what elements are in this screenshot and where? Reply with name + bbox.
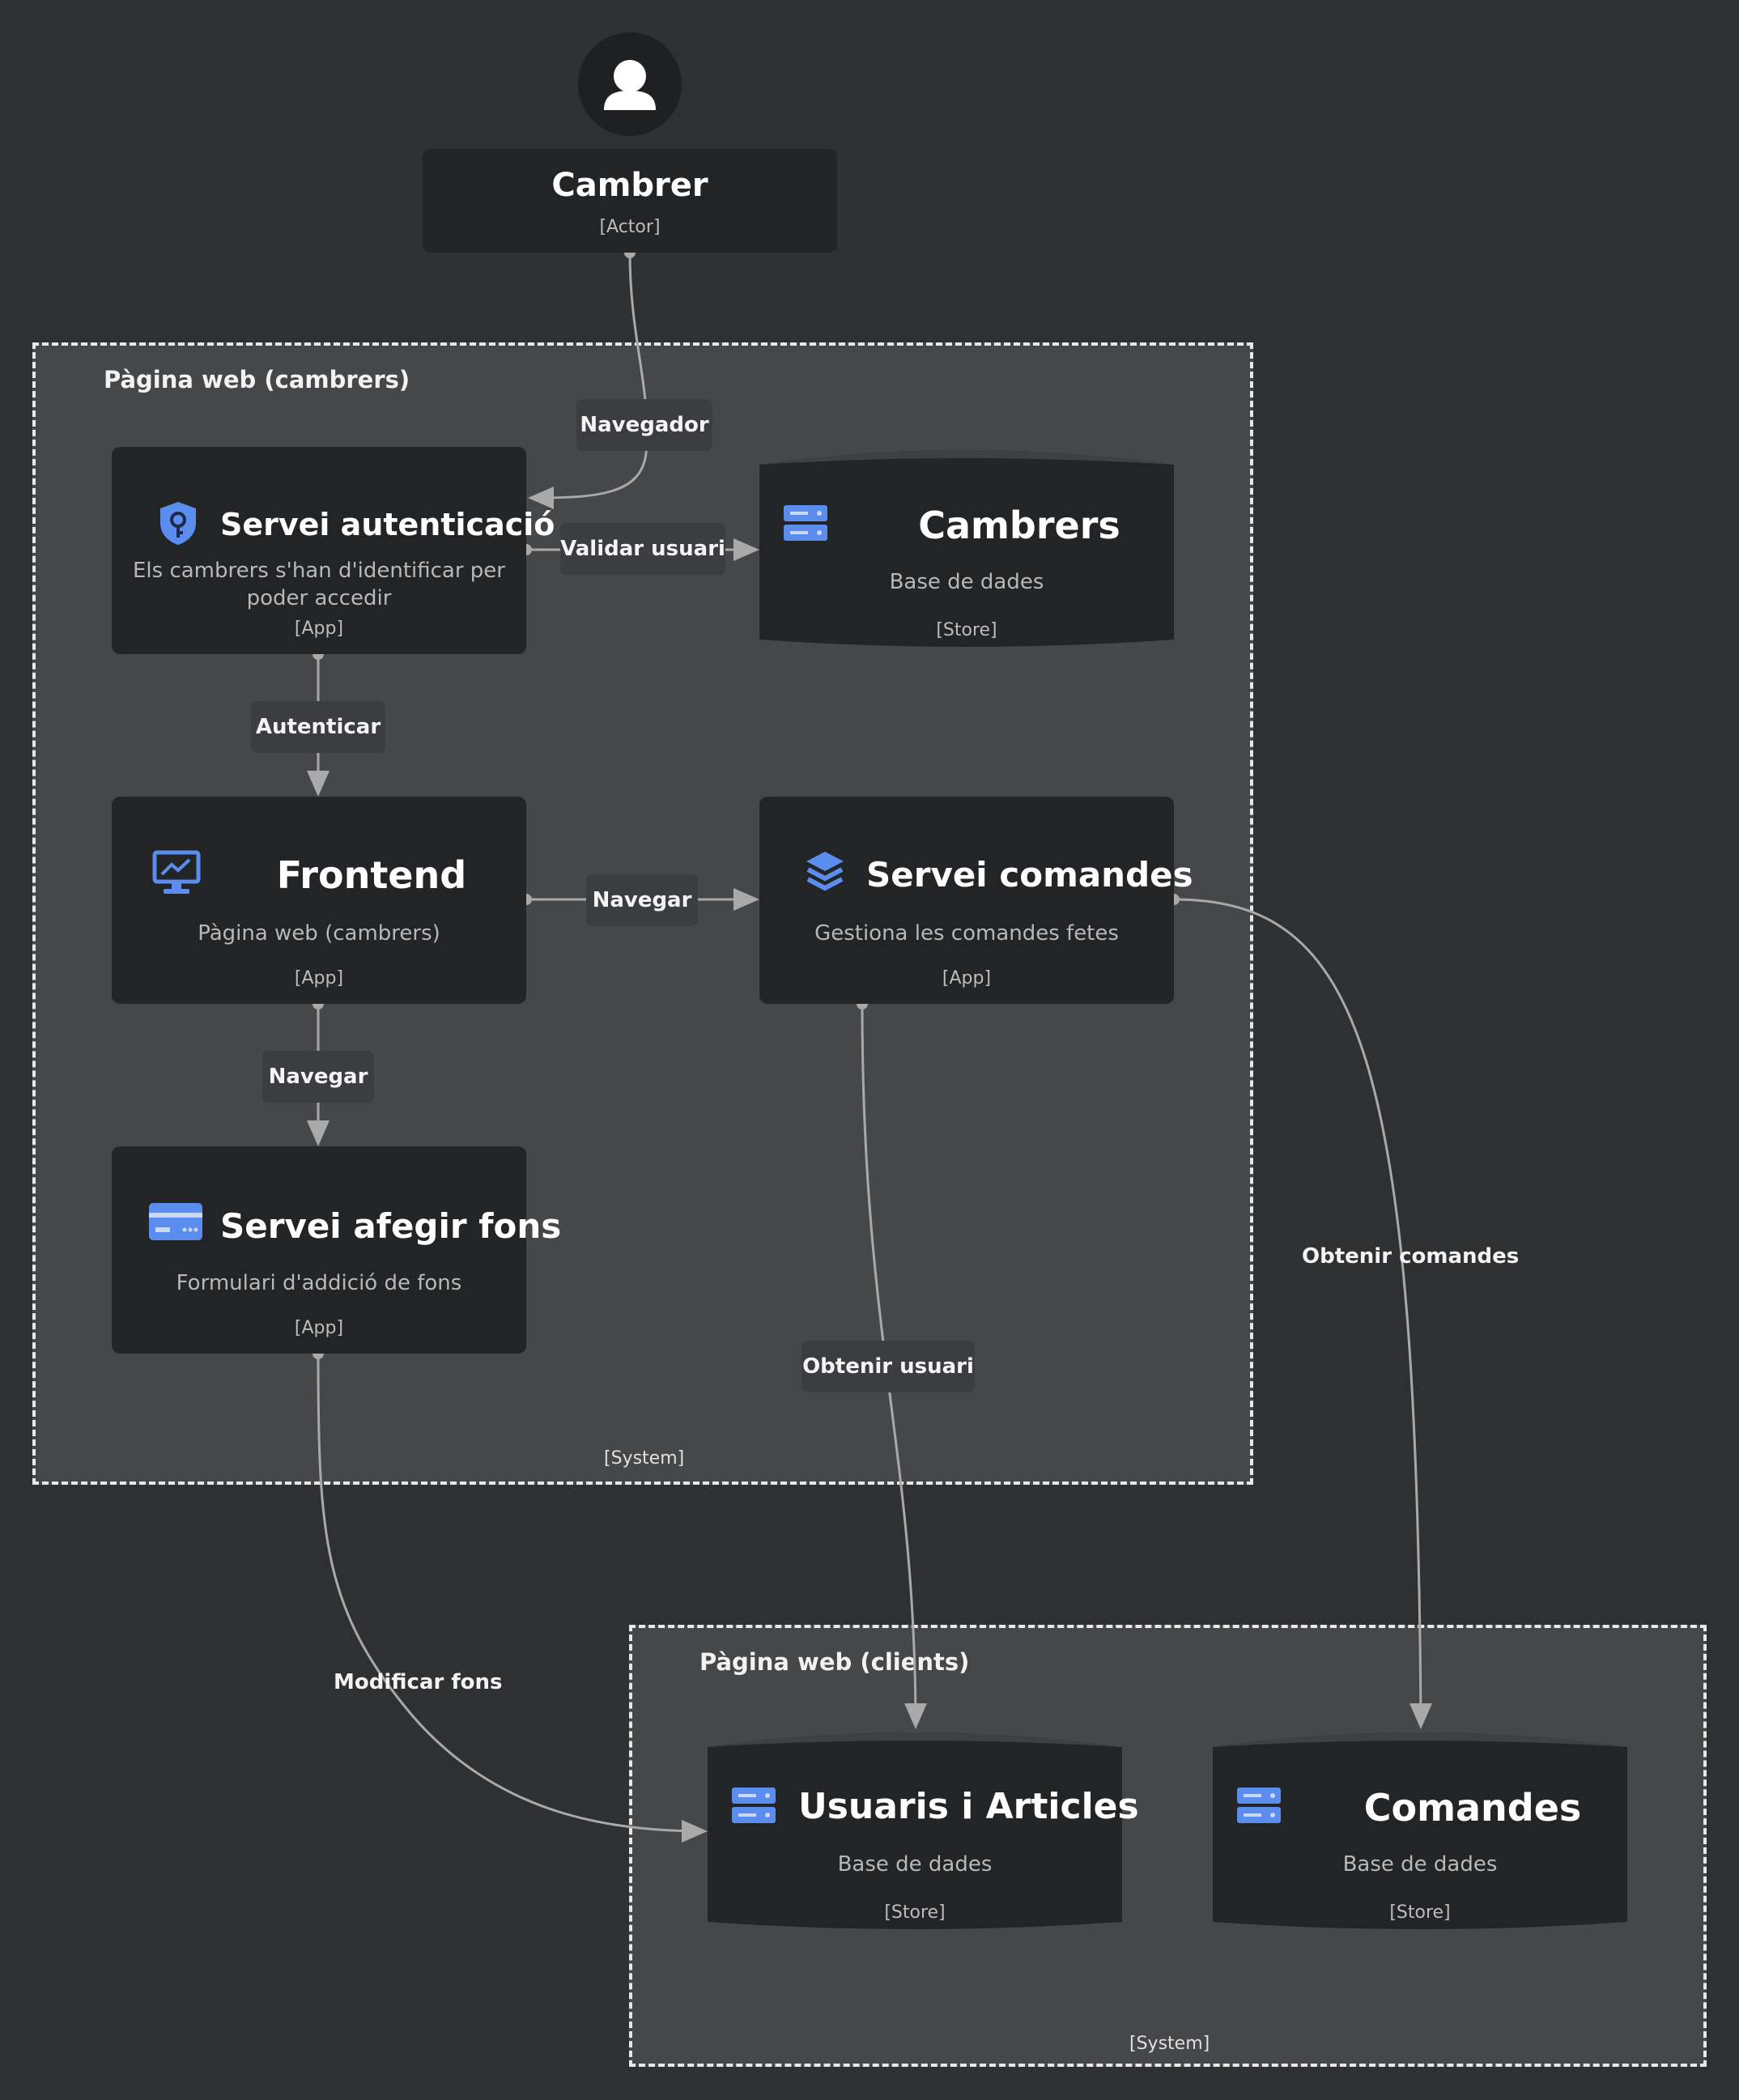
actor-title: Cambrer (551, 167, 708, 204)
node-comandes-tag: [Store] (1389, 1902, 1451, 1923)
node-frontend-title: Frontend (276, 853, 467, 897)
edge-label-navegador: Navegador (576, 399, 712, 451)
edge-label-obtenir-comandes: Obtenir comandes (1302, 1244, 1520, 1269)
actor-avatar (578, 32, 682, 136)
group-clients-label: Pàgina web (clients) (699, 1648, 970, 1676)
node-auth-title: Servei autenticació (220, 507, 555, 542)
person-icon (604, 60, 656, 110)
node-users-title: Usuaris i Articles (798, 1786, 1139, 1827)
arrowhead-obtenir-comandes (1409, 1703, 1432, 1729)
actor-cambrer[interactable]: Cambrer [Actor] (423, 149, 837, 253)
node-cambrers-title: Cambrers (918, 504, 1120, 547)
node-usuaris-articles-db[interactable]: Usuaris i Articles Base de dades [Store] (708, 1729, 1139, 1936)
node-cambrers-desc: Base de dades (889, 570, 1044, 594)
node-cambrers-tag: [Store] (936, 620, 997, 640)
edge-obtenir-comandes (1173, 898, 1422, 1724)
node-funds-title: Servei afegir fons (220, 1206, 562, 1246)
arrowhead-navegador (528, 487, 554, 509)
arrowhead-navegar-down (307, 1120, 330, 1146)
node-servei-afegir-fons[interactable]: Servei afegir fons Formulari d'addició d… (112, 1146, 561, 1354)
actor-tag: [Actor] (599, 217, 661, 237)
shield-key-icon (160, 502, 196, 545)
group-waiters-tag: [System] (604, 1448, 685, 1469)
group-waiters-label: Pàgina web (cambrers) (104, 366, 410, 393)
node-comandes-desc: Base de dades (1342, 1852, 1498, 1877)
edge-label-obtenir-usuari: Obtenir usuari (801, 1341, 975, 1392)
credit-card-icon (149, 1203, 202, 1240)
node-funds-desc: Formulari d'addició de fons (176, 1271, 462, 1295)
edge-label-navegar-down: Navegar (262, 1051, 374, 1103)
node-funds-tag: [App] (294, 1318, 344, 1338)
node-orders-desc: Gestiona les comandes fetes (814, 921, 1119, 946)
node-servei-comandes[interactable]: Servei comandes Gestiona les comandes fe… (759, 797, 1193, 1004)
node-orders-title: Servei comandes (866, 855, 1193, 895)
monitor-chart-icon (152, 850, 201, 894)
layers-icon (806, 852, 844, 891)
arrowhead-validar (733, 538, 759, 561)
group-clients-tag: [System] (1129, 2034, 1210, 2054)
edge-label-validar-usuari: Validar usuari (560, 523, 725, 575)
arrowhead-autenticar (307, 771, 330, 797)
node-comandes-db[interactable]: Comandes Base de dades [Store] (1213, 1729, 1627, 1936)
node-servei-autenticacio[interactable]: Servei autenticació Els cambrers s'han d… (112, 447, 555, 654)
edge-label-autenticar: Autenticar (251, 701, 385, 753)
database-server-icon (1237, 1788, 1281, 1823)
node-frontend-tag: [App] (294, 968, 344, 988)
node-cambrers-db[interactable]: Cambrers Base de dades [Store] (759, 447, 1174, 654)
edge-modificar-fons (317, 1353, 704, 1833)
edge-label-modificar-fons: Modificar fons (334, 1670, 503, 1694)
edge-navegador (533, 252, 648, 503)
node-frontend-desc: Pàgina web (cambrers) (198, 921, 440, 946)
arrowhead-navegar-right (733, 888, 759, 911)
node-frontend[interactable]: Frontend Pàgina web (cambrers) [App] (112, 797, 526, 1004)
node-users-tag: [Store] (884, 1902, 946, 1923)
node-auth-desc: Els cambrers s'han d'identificar per pod… (132, 559, 505, 610)
node-comandes-title: Comandes (1363, 1786, 1582, 1830)
database-server-icon (784, 505, 827, 541)
node-auth-tag: [App] (294, 619, 344, 639)
node-users-desc: Base de dades (837, 1852, 993, 1877)
node-orders-tag: [App] (942, 968, 992, 988)
arrowhead-obtenir-usuari (904, 1703, 927, 1729)
database-server-icon (732, 1788, 776, 1823)
arrowhead-modificar-fons (682, 1820, 708, 1843)
edge-label-navegar-right: Navegar (586, 874, 698, 926)
